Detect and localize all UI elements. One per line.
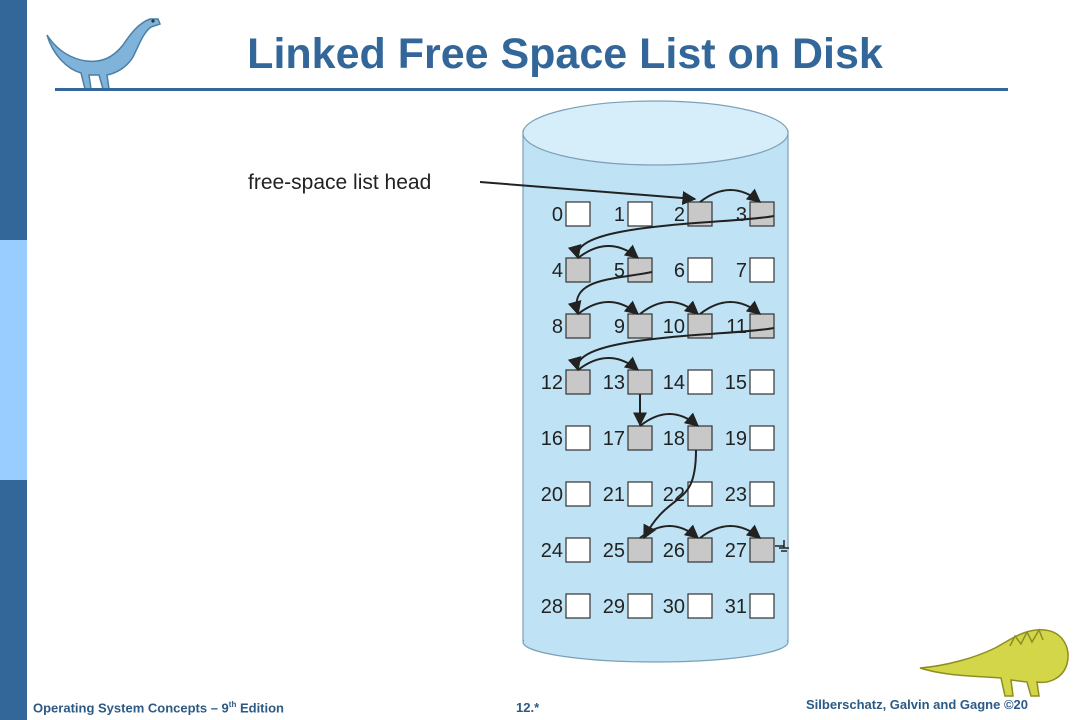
block-number: 9 (614, 316, 625, 338)
free-list-link-arrow (577, 300, 640, 315)
allocated-block (749, 481, 775, 507)
block-number: 31 (725, 596, 747, 618)
sidebar-band-middle (0, 240, 27, 480)
free-list-link-arrow (639, 300, 700, 315)
allocated-block (687, 369, 713, 395)
allocated-block (565, 201, 591, 227)
block-number: 5 (614, 260, 625, 282)
block-number: 7 (736, 260, 747, 282)
free-block (627, 369, 653, 395)
free-block (565, 369, 591, 395)
allocated-block (565, 481, 591, 507)
block-number: 21 (603, 484, 625, 506)
block-number: 10 (663, 316, 685, 338)
free-block (627, 313, 653, 339)
free-list-link-arrow (699, 524, 762, 539)
block-number: 22 (663, 484, 685, 506)
block-number: 27 (725, 540, 747, 562)
free-list-link-arrow (577, 244, 640, 259)
block-number: 17 (603, 428, 625, 450)
sidebar-band-top (0, 0, 27, 240)
null-terminator-icon (775, 540, 789, 552)
free-block (749, 313, 775, 339)
block-number: 4 (552, 260, 563, 282)
free-block (627, 425, 653, 451)
allocated-block (565, 425, 591, 451)
allocated-block (687, 257, 713, 283)
free-block (565, 313, 591, 339)
free-list-link-arrow (567, 327, 775, 372)
block-number: 12 (541, 372, 563, 394)
title-underline (55, 88, 1008, 91)
block-number: 0 (552, 204, 563, 226)
allocated-block (749, 593, 775, 619)
free-block (687, 537, 713, 563)
allocated-block (627, 481, 653, 507)
block-number: 6 (674, 260, 685, 282)
sidebar-band-bottom (0, 480, 27, 720)
free-list-link-arrow (577, 356, 640, 371)
allocated-block (627, 201, 653, 227)
allocated-block (565, 537, 591, 563)
dinosaur-icon (919, 628, 1069, 697)
allocated-block (749, 369, 775, 395)
free-block (749, 537, 775, 563)
free-list-link-arrow (639, 412, 700, 427)
footer-course: Operating System Concepts – 9th Edition (33, 700, 285, 716)
free-list-link-arrow (567, 271, 653, 316)
block-number: 2 (674, 204, 685, 226)
free-block (749, 201, 775, 227)
block-number: 13 (603, 372, 625, 394)
block-number: 18 (663, 428, 685, 450)
block-number: 30 (663, 596, 685, 618)
block-number: 1 (614, 204, 625, 226)
allocated-block (627, 593, 653, 619)
block-number: 3 (736, 204, 747, 226)
footer-slide-number: 12.* (516, 700, 540, 715)
block-number: 19 (725, 428, 747, 450)
slide-title: Linked Free Space List on Disk (247, 30, 883, 78)
block-number: 26 (663, 540, 685, 562)
free-block (627, 257, 653, 283)
allocated-block (565, 593, 591, 619)
allocated-block (749, 257, 775, 283)
free-list-link-arrow (639, 524, 700, 539)
free-list-link-arrow (567, 215, 775, 260)
free-block (627, 537, 653, 563)
allocated-block (687, 593, 713, 619)
block-number: 20 (541, 484, 563, 506)
free-block (687, 425, 713, 451)
free-list-link-arrow (699, 300, 762, 315)
allocated-block (687, 481, 713, 507)
block-number: 16 (541, 428, 563, 450)
free-list-link-arrow (643, 449, 697, 540)
block-number: 24 (541, 540, 563, 562)
block-number: 11 (726, 316, 747, 338)
free-list-links (567, 188, 775, 540)
head-pointer-arrow (479, 181, 697, 205)
block-number: 15 (725, 372, 747, 394)
allocated-block (749, 425, 775, 451)
block-number: 8 (552, 316, 563, 338)
free-block (565, 257, 591, 283)
block-number: 23 (725, 484, 747, 506)
free-list-link-arrow (699, 188, 762, 203)
block-number: 29 (603, 596, 625, 618)
footer-authors: Silberschatz, Galvin and Gagne ©20 (806, 697, 1028, 712)
block-number: 25 (603, 540, 625, 562)
block-number: 14 (663, 372, 685, 394)
block-number: 28 (541, 596, 563, 618)
free-space-list-head-label: free-space list head (248, 171, 431, 194)
